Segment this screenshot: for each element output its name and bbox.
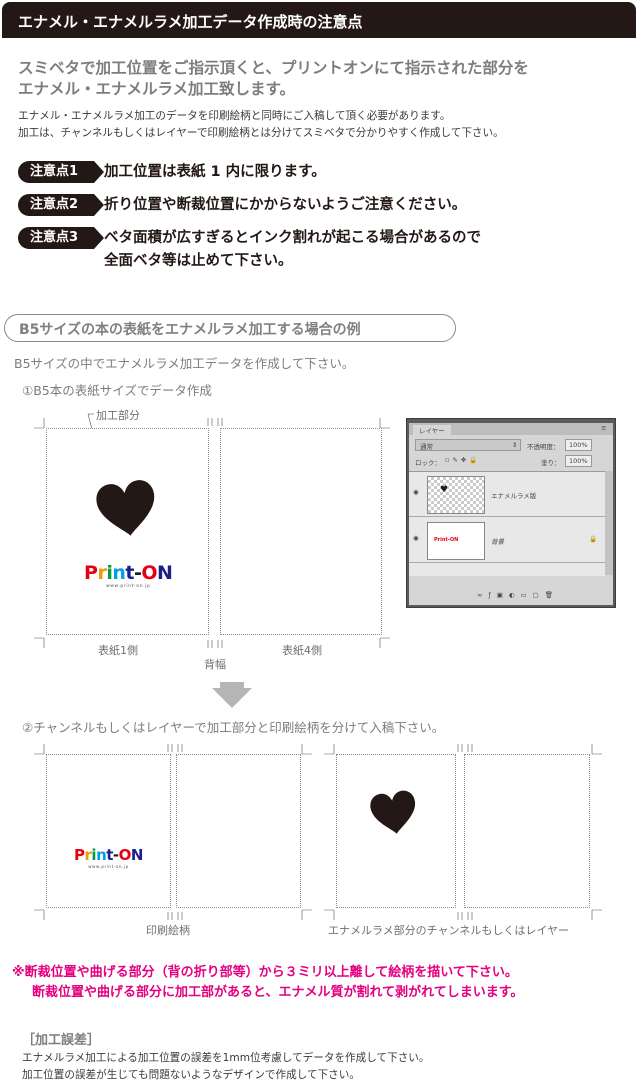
- cover1-label: 表紙1側: [98, 644, 138, 657]
- layers-scrollbar[interactable]: [605, 471, 613, 575]
- lead-text: スミベタで加工位置をご指示頂くと、プリントオンにて指示された部分を エナメル・エ…: [18, 58, 618, 100]
- note-text-3b: 全面ベタ等は止めて下さい。: [104, 253, 293, 269]
- note-badge-1: 注意点1: [18, 161, 104, 183]
- down-arrow-icon: [212, 682, 252, 708]
- logo-thumb-icon: Print-ON: [434, 537, 459, 543]
- warning-line-1: ※断裁位置や曲げる部分（背の折り部等）から３ミリ以上離して絵柄を描いて下さい。: [12, 965, 518, 980]
- lock-icons[interactable]: ▫✎✥🔒: [445, 456, 481, 464]
- step1-title: ①B5本の表紙サイズでデータ作成: [22, 383, 212, 398]
- fill-label: 塗り：: [541, 459, 561, 467]
- lead-line-1: スミベタで加工位置をご指示頂くと、プリントオンにて指示された部分を: [18, 59, 529, 77]
- logo-url: www.print-on.jp: [88, 864, 129, 869]
- opacity-field[interactable]: 100%: [565, 439, 592, 451]
- fill-field[interactable]: 100%: [565, 455, 592, 467]
- section-heading-pill: B5サイズの本の表紙をエナメルラメ加工する場合の例: [4, 314, 456, 342]
- eye-icon[interactable]: ◉: [413, 488, 419, 496]
- error-text: エナメルラメ加工による加工位置の誤差を1mm位考慮してデータを作成して下さい。 …: [22, 1050, 429, 1084]
- note-badge-3: 注意点3: [18, 227, 104, 249]
- cover4-panel: [220, 428, 382, 635]
- eye-icon[interactable]: ◉: [413, 534, 419, 542]
- header-bar: エナメル・エナメルラメ加工データ作成時の注意点: [2, 2, 636, 38]
- layer-thumbnail-enamel: ♥: [427, 476, 485, 514]
- print-on-logo: Print-ON www.print-on.jp: [84, 562, 173, 589]
- layers-panel-body: レイヤー ≡ 通常 ⇕ 不透明度： 100% ロック： ▫✎✥🔒 塗り： 100…: [409, 423, 613, 605]
- blend-mode-select[interactable]: 通常 ⇕: [415, 439, 521, 451]
- error-heading: ［加工誤差］: [22, 1033, 101, 1048]
- heart-icon: [96, 480, 155, 536]
- note-text-3a: ベタ面積が広すぎるとインク割れが起こる場合があるので: [104, 230, 481, 246]
- note-badge-2: 注意点2: [18, 194, 104, 216]
- layer-row-background[interactable]: ◉ Print-ON 背景 🔒: [409, 518, 605, 563]
- enamel-layer-caption: エナメルラメ部分のチャンネルもしくはレイヤー: [328, 924, 570, 937]
- callout-label: 加工部分: [96, 409, 140, 422]
- cover-layout-diagram: 加工部分 Print-ON www.print-on.jp 表紙1側 表紙4側 …: [30, 409, 400, 671]
- spine-label: 背幅: [204, 658, 226, 671]
- layers-list: ◉ ♥ エナメルラメ版 ◉ Print-ON 背景 🔒: [409, 471, 605, 576]
- print-on-logo: Print-ON www.print-on.jp: [74, 846, 143, 869]
- step2-title: ②チャンネルもしくはレイヤーで加工部分と印刷絵柄を分けて入稿下さい。: [22, 720, 445, 735]
- lock-label: ロック：: [415, 459, 441, 467]
- cover4-label: 表紙4側: [282, 644, 322, 657]
- section-subheading: B5サイズの中でエナメルラメ加工データを作成して下さい。: [14, 356, 355, 371]
- chevron-down-icon: ⇕: [512, 441, 518, 449]
- layer-thumbnail-background: Print-ON: [427, 522, 485, 560]
- layers-footer-icons[interactable]: ∞ƒ▣◐▭▢🗑: [477, 591, 560, 599]
- layer-name-enamel: エナメルラメ版: [491, 492, 537, 500]
- print-pattern-caption: 印刷絵柄: [146, 924, 190, 937]
- note-text-2: 折り位置や断裁位置にかからないようご注意ください。: [104, 197, 467, 213]
- intro-line-2: 加工は、チャンネルもしくはレイヤーで印刷絵柄とは分けてスミベタで分かりやすく作成…: [18, 127, 504, 139]
- panel-menu-icon[interactable]: ≡: [601, 424, 607, 432]
- error-line-2: 加工位置の誤差が生じても問題ないようなデザインで作成して下さい。: [22, 1069, 360, 1081]
- note-text-1: 加工位置は表紙 1 内に限ります。: [104, 164, 326, 180]
- tab-layers[interactable]: レイヤー: [413, 425, 451, 435]
- layers-panel-window: レイヤー ≡ 通常 ⇕ 不透明度： 100% ロック： ▫✎✥🔒 塗り： 100…: [406, 418, 616, 608]
- layer-name-background: 背景: [491, 538, 504, 546]
- intro-text: エナメル・エナメルラメ加工のデータを印刷絵柄と同時にご入稿して頂く必要があります…: [18, 108, 504, 142]
- opacity-label: 不透明度：: [527, 443, 560, 451]
- lock-icon: 🔒: [589, 535, 598, 543]
- separated-data-diagram: Print-ON www.print-on.jp 印刷絵柄 エナメルラメ部分のチ…: [34, 744, 614, 940]
- layer-row-enamel[interactable]: ◉ ♥ エナメルラメ版: [409, 472, 605, 517]
- layers-tab-bar: レイヤー ≡: [409, 423, 613, 435]
- print-cover1-panel: [46, 754, 171, 908]
- intro-line-1: エナメル・エナメルラメ加工のデータを印刷絵柄と同時にご入稿して頂く必要があります…: [18, 110, 451, 122]
- error-line-1: エナメルラメ加工による加工位置の誤差を1mm位考慮してデータを作成して下さい。: [22, 1052, 430, 1064]
- warning-line-2: 断裁位置や曲げる部分に加工部があると、エナメル質が割れて剥がれてしまいます。: [32, 985, 524, 1000]
- print-cover4-panel: [176, 754, 301, 908]
- logo-url: www.print-on.jp: [105, 584, 151, 589]
- lead-line-2: エナメル・エナメルラメ加工致します。: [18, 80, 295, 98]
- crop-marks: [34, 744, 602, 920]
- page-title: エナメル・エナメルラメ加工データ作成時の注意点: [18, 13, 363, 31]
- heart-icon: [370, 790, 415, 834]
- section-heading: B5サイズの本の表紙をエナメルラメ加工する場合の例: [19, 322, 361, 338]
- heart-icon: ♥: [440, 485, 449, 495]
- enamel-cover4-panel: [464, 754, 590, 908]
